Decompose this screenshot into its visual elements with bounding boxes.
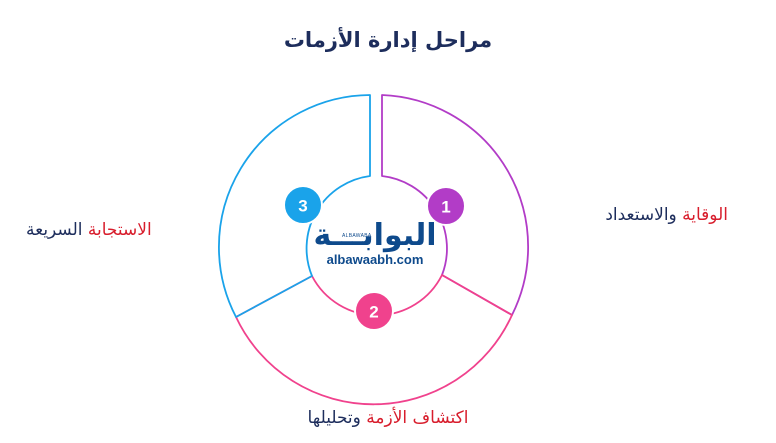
segment-prevention <box>381 94 530 316</box>
logo-url: albawaabh.com <box>326 252 424 267</box>
diagram-title: مراحل إدارة الأزمات <box>283 28 493 52</box>
segment-detection <box>235 274 513 406</box>
brand-logo: البوابـــة ALBAWABA albawaabh.com <box>280 220 470 268</box>
stage-1-label-rest: والاستعداد <box>605 205 683 225</box>
stage-2-label: اكتشاف الأزمة وتحليلها <box>0 408 776 428</box>
stage-3-number: 3 <box>298 197 307 216</box>
stage-3-label-highlight: الاستجابة <box>87 220 152 240</box>
stage-2-number: 2 <box>369 303 378 322</box>
stage-3-badge: 3 <box>283 185 323 225</box>
logo-arabic: البوابـــة <box>313 218 437 253</box>
stage-2-label-rest: وتحليلها <box>307 408 367 428</box>
stage-2-badge: 2 <box>354 291 394 331</box>
stage-1-badge: 1 <box>426 186 466 226</box>
stage-2-label-highlight: اكتشاف الأزمة <box>366 408 469 428</box>
stage-1-label-highlight: الوقاية <box>682 205 728 225</box>
stage-3-label-rest: السريعة <box>26 220 88 240</box>
stage-1-label: الوقاية والاستعداد <box>605 205 728 225</box>
stage-3-label: الاستجابة السريعة <box>26 220 152 240</box>
logo-latin-small: ALBAWABA <box>342 233 372 239</box>
segment-response <box>218 94 371 318</box>
stage-1-number: 1 <box>441 198 450 217</box>
